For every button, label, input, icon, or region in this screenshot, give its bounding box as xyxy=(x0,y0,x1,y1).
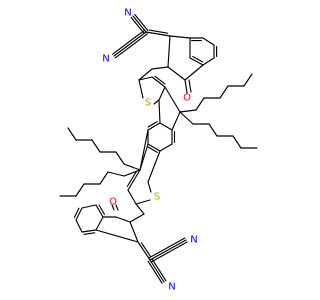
bond xyxy=(98,204,105,215)
bond xyxy=(114,33,148,59)
bond xyxy=(95,216,104,231)
bond xyxy=(129,213,145,223)
bond xyxy=(91,139,101,153)
bond xyxy=(111,204,115,211)
bond xyxy=(73,207,80,218)
bond xyxy=(81,229,97,233)
bond xyxy=(75,219,83,233)
bond-lines xyxy=(59,13,258,284)
bond xyxy=(189,57,204,66)
bond xyxy=(112,29,146,55)
bond xyxy=(151,76,166,88)
bond xyxy=(148,29,169,34)
bond xyxy=(148,237,186,259)
bond xyxy=(145,31,171,37)
atom-o1: O xyxy=(183,93,191,104)
bond xyxy=(83,232,96,235)
bond xyxy=(208,123,218,137)
bond xyxy=(147,121,158,128)
bond xyxy=(138,76,153,81)
atom-n2: N xyxy=(102,54,109,65)
bond xyxy=(149,239,187,261)
bond xyxy=(147,122,161,131)
molecule-structure: N N O S S O N N xyxy=(59,8,258,293)
bond xyxy=(202,57,215,66)
atom-s2: S xyxy=(154,192,160,203)
bond xyxy=(140,242,152,258)
bond xyxy=(95,204,104,218)
bond xyxy=(184,64,204,81)
bond xyxy=(147,143,161,152)
bond xyxy=(158,99,161,124)
bond xyxy=(164,86,181,113)
bond xyxy=(169,35,191,39)
bond xyxy=(147,146,158,153)
bond xyxy=(151,66,169,70)
bond xyxy=(135,199,151,205)
bond xyxy=(123,163,141,171)
bond xyxy=(134,13,149,32)
bond xyxy=(127,169,141,191)
bond xyxy=(127,189,137,205)
bond xyxy=(147,260,163,284)
bond xyxy=(154,75,166,85)
bond xyxy=(159,122,173,131)
bond xyxy=(188,79,192,93)
atom-n3: N xyxy=(190,235,197,246)
bond xyxy=(151,258,167,282)
bond xyxy=(150,241,188,263)
bond xyxy=(243,73,253,87)
bond xyxy=(129,221,139,243)
bond xyxy=(67,127,77,141)
bond xyxy=(158,86,166,101)
bond xyxy=(123,169,141,177)
bond xyxy=(232,135,242,149)
bond xyxy=(75,183,85,197)
bond xyxy=(81,204,97,209)
bond xyxy=(138,79,144,99)
bond xyxy=(139,129,149,171)
atom-n1: N xyxy=(124,8,131,19)
bond xyxy=(184,79,188,94)
bond xyxy=(126,170,138,187)
bond xyxy=(75,207,83,221)
bond xyxy=(132,15,147,33)
bond xyxy=(159,143,173,152)
atom-o2: O xyxy=(109,197,117,208)
bond xyxy=(130,16,145,35)
bond xyxy=(195,97,205,111)
bond xyxy=(137,241,151,261)
bond xyxy=(179,109,197,113)
bond xyxy=(115,204,119,211)
atom-s1: S xyxy=(145,98,151,109)
bond xyxy=(147,150,161,183)
bond xyxy=(99,171,109,185)
atom-n4: N xyxy=(168,282,175,293)
bond xyxy=(179,111,194,125)
bond xyxy=(167,66,186,81)
bond xyxy=(219,85,229,99)
bond xyxy=(192,55,204,63)
bond xyxy=(167,35,171,68)
bond xyxy=(202,37,215,46)
bond xyxy=(171,111,181,131)
bond xyxy=(107,171,125,177)
bond xyxy=(135,203,145,215)
bond xyxy=(153,99,160,105)
bond xyxy=(113,31,147,57)
bond xyxy=(115,216,131,223)
bond xyxy=(149,259,165,283)
bond xyxy=(147,181,152,193)
bond xyxy=(115,151,125,165)
bond xyxy=(95,229,139,243)
bond xyxy=(138,68,153,81)
